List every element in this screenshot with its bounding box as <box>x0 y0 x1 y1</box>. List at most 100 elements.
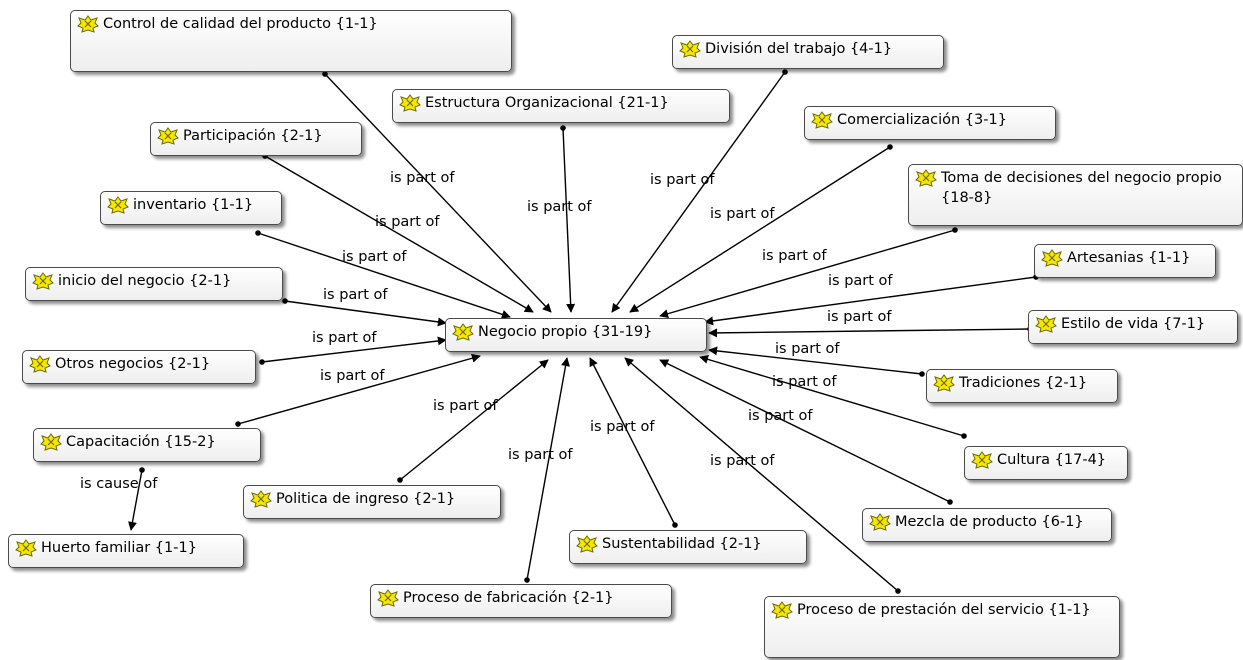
node-control[interactable]: Control de calidad del producto {1-1} <box>70 10 512 72</box>
code-icon <box>157 127 179 145</box>
node-label: inventario {1-1} <box>133 197 254 213</box>
node-tradiciones[interactable]: Tradiciones {2-1} <box>926 369 1118 403</box>
edge-source-dot <box>255 230 261 236</box>
edge-label-is-part-of: is part of <box>527 199 592 215</box>
node-label: Proceso de fabricación {2-1} <box>403 590 614 606</box>
edge-source-dot <box>887 144 893 150</box>
node-capacitacion[interactable]: Capacitación {15-2} <box>33 428 261 462</box>
edge-is-part-of <box>261 336 447 363</box>
edge-is-part-of <box>659 359 951 503</box>
node-inventario[interactable]: inventario {1-1} <box>100 191 282 225</box>
edge-label-is-part-of: is part of <box>590 419 655 435</box>
edge-is-part-of <box>257 232 511 319</box>
edge-source-dot <box>259 359 265 365</box>
code-icon <box>915 169 937 187</box>
node-label: Tradiciones {2-1} <box>959 375 1088 391</box>
code-icon <box>679 40 701 58</box>
edge-source-dot <box>782 69 788 75</box>
code-icon <box>1041 249 1063 267</box>
node-label: División del trabajo {4-1} <box>705 41 893 57</box>
edge-label-is-part-of: is part of <box>433 398 498 414</box>
edge-label-is-part-of: is part of <box>650 172 715 188</box>
edge-label-is-part-of: is part of <box>375 214 440 230</box>
edge-label-is-cause-of: is cause of <box>80 476 158 492</box>
edge-is-part-of <box>589 357 676 526</box>
node-comercializacion[interactable]: Comercialización {3-1} <box>804 106 1056 140</box>
edge-is-part-of <box>708 346 923 375</box>
node-label: Cultura {17-4} <box>997 452 1107 468</box>
node-fabricacion[interactable]: Proceso de fabricación {2-1} <box>370 584 672 618</box>
edge-is-part-of <box>704 276 1037 326</box>
node-cultura[interactable]: Cultura {17-4} <box>964 446 1128 480</box>
code-icon <box>77 15 99 33</box>
edge-is-cause-of <box>128 469 143 531</box>
edge-label-is-part-of: is part of <box>323 287 388 303</box>
edge-source-dot <box>952 227 958 233</box>
code-icon <box>15 539 37 557</box>
code-icon <box>29 355 51 373</box>
node-label: Control de calidad del producto {1-1} <box>103 16 378 32</box>
node-label: Estilo de vida {7-1} <box>1061 316 1206 332</box>
edge-is-part-of <box>629 146 891 313</box>
edge-source-dot <box>139 467 145 473</box>
code-icon <box>933 374 955 392</box>
edge-is-part-of <box>237 353 481 425</box>
node-division[interactable]: División del trabajo {4-1} <box>672 35 944 69</box>
code-icon <box>1035 315 1057 333</box>
code-icon <box>869 513 891 531</box>
edge-label-is-part-of: is part of <box>710 453 775 469</box>
node-negocio[interactable]: Negocio propio {31-19} <box>445 318 707 352</box>
edge-source-dot <box>282 298 288 304</box>
code-icon <box>32 272 54 290</box>
edge-label-is-part-of: is part of <box>710 206 775 222</box>
code-icon <box>40 433 62 451</box>
node-politica[interactable]: Politica de ingreso {2-1} <box>243 485 501 519</box>
node-label: inicio del negocio {2-1} <box>58 273 232 289</box>
node-label: Huerto familiar {1-1} <box>41 540 197 556</box>
node-mezcla[interactable]: Mezcla de producto {6-1} <box>862 508 1112 542</box>
node-label: Proceso de prestación del servicio {1-1} <box>797 602 1091 618</box>
node-huerto[interactable]: Huerto familiar {1-1} <box>8 534 244 568</box>
node-label: Capacitación {15-2} <box>66 434 216 450</box>
code-icon <box>811 111 833 129</box>
edge-source-dot <box>560 125 566 131</box>
edge-label-is-part-of: is part of <box>828 273 893 289</box>
edge-source-dot <box>672 522 678 528</box>
node-label: Toma de decisiones del negocio propio {1… <box>941 170 1222 206</box>
edge-source-dot <box>235 421 241 427</box>
edge-is-part-of <box>324 73 552 313</box>
node-label: Comercialización {3-1} <box>837 112 1007 128</box>
edge-is-part-of <box>611 71 786 313</box>
node-prestacion[interactable]: Proceso de prestación del servicio {1-1} <box>764 596 1120 658</box>
node-sustentabilidad[interactable]: Sustentabilidad {2-1} <box>569 530 807 564</box>
node-label: Sustentabilidad {2-1} <box>602 536 762 552</box>
node-artesanias[interactable]: Artesanias {1-1} <box>1034 244 1216 278</box>
edge-is-part-of <box>699 355 965 437</box>
edge-is-part-of <box>708 328 1031 338</box>
edge-is-part-of <box>526 357 570 581</box>
edge-label-is-part-of: is part of <box>342 249 407 265</box>
code-icon <box>576 535 598 553</box>
node-estilo[interactable]: Estilo de vida {7-1} <box>1028 310 1238 344</box>
edge-source-dot <box>524 577 530 583</box>
edge-source-dot <box>961 433 967 439</box>
edge-is-part-of <box>659 229 956 319</box>
node-estructura[interactable]: Estructura Organizacional {21-1} <box>392 89 730 123</box>
node-otros[interactable]: Otros negocios {2-1} <box>22 350 256 384</box>
code-icon <box>107 196 129 214</box>
code-icon <box>452 323 474 341</box>
node-label: Participación {2-1} <box>183 128 323 144</box>
node-label: Artesanias {1-1} <box>1067 250 1191 266</box>
edge-is-part-of <box>562 127 576 313</box>
edge-label-is-part-of: is part of <box>748 408 813 424</box>
edge-label-is-part-of: is part of <box>312 330 377 346</box>
code-icon <box>377 589 399 607</box>
node-inicio[interactable]: inicio del negocio {2-1} <box>25 267 283 301</box>
edge-label-is-part-of: is part of <box>772 374 837 390</box>
node-toma[interactable]: Toma de decisiones del negocio propio {1… <box>908 164 1243 226</box>
edge-is-part-of <box>284 300 447 327</box>
edge-is-part-of <box>399 359 549 481</box>
node-participacion[interactable]: Participación {2-1} <box>150 122 362 156</box>
